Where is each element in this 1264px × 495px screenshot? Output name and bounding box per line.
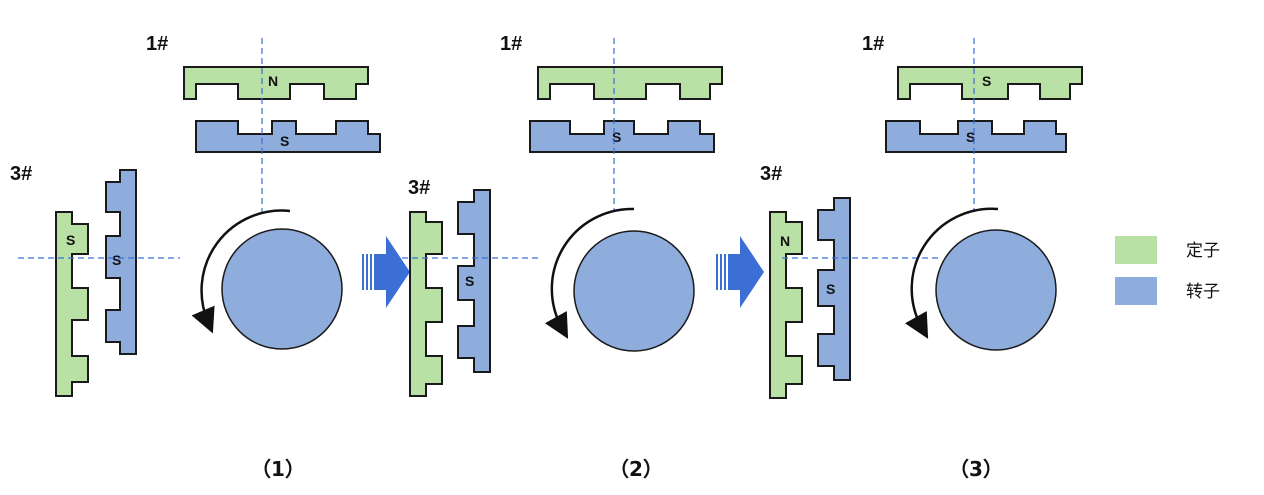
top-stator (183, 66, 369, 100)
top-stator (897, 66, 1083, 100)
left-rotor (817, 197, 851, 381)
legend-swatch-stator (1115, 236, 1157, 264)
top-rotor (885, 120, 1067, 153)
legend: 定子 转子 (1115, 236, 1220, 305)
legend-label-rotor: 转子 (1186, 282, 1220, 302)
left-stator-pole: N (780, 233, 790, 249)
top-stator (537, 66, 723, 100)
top-rotor-pole: S (966, 129, 975, 145)
left-stator (409, 211, 443, 397)
counterclockwise-arrow-icon (904, 207, 999, 339)
top-rotor-pole: S (280, 133, 289, 149)
phase-3-label: 3# (408, 177, 430, 199)
panel-1: 1# 3# N S S S (10, 33, 381, 397)
left-rotor-pole: S (826, 281, 835, 297)
top-stator-pole: N (268, 73, 278, 89)
rotor-disk (221, 228, 343, 350)
rotor-disk (935, 229, 1057, 351)
top-rotor-pole: S (612, 129, 621, 145)
phase-1-label: 1# (146, 33, 168, 55)
legend-label-stator: 定子 (1186, 241, 1220, 261)
rotor-disk (573, 230, 695, 352)
caption-1: （1） (251, 457, 305, 481)
left-rotor-pole: S (112, 252, 121, 268)
right-arrow-icon (362, 236, 410, 308)
counterclockwise-arrow-icon (544, 207, 635, 339)
right-arrow-icon (716, 236, 764, 308)
phase-1-label: 1# (862, 33, 884, 55)
panel-2: 1# 3# S S (402, 33, 723, 397)
top-rotor (529, 120, 715, 153)
panel-3: 1# 3# S S N S (760, 33, 1083, 399)
left-rotor (105, 169, 137, 355)
caption-3: （3） (949, 457, 1003, 481)
phase-1-label: 1# (500, 33, 522, 55)
phase-3-label: 3# (10, 163, 32, 185)
legend-swatch-rotor (1115, 277, 1157, 305)
phase-3-label: 3# (760, 163, 782, 185)
counterclockwise-arrow-icon (191, 209, 291, 334)
top-rotor (195, 120, 381, 153)
left-rotor-pole: S (465, 273, 474, 289)
left-rotor (457, 189, 491, 373)
caption-2: （2） (609, 457, 663, 481)
left-stator (769, 211, 803, 399)
top-stator-pole: S (982, 73, 991, 89)
left-stator-pole: S (66, 232, 75, 248)
